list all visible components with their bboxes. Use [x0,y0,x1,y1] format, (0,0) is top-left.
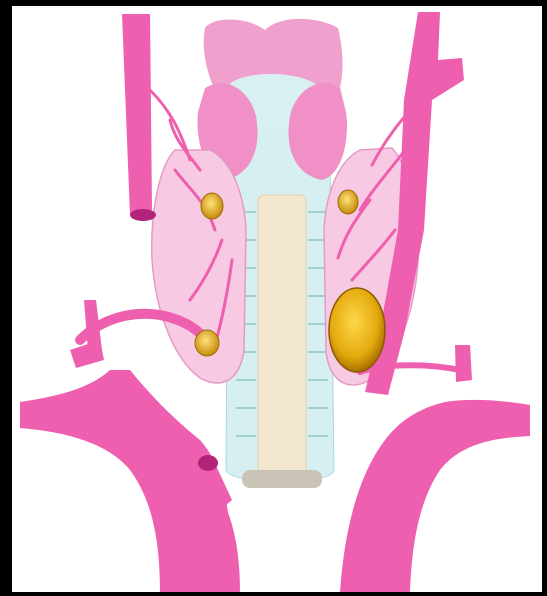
trachea [258,195,306,480]
left-vessel-cut-end [130,209,156,221]
parathyroid-lower-left [195,330,219,356]
vessel-cut-end-lower [198,455,218,471]
parathyroid-upper-right [338,190,358,214]
thyrocervical-trunk-right [455,345,472,382]
tracheal-bifurcation [242,470,322,488]
parathyroid-upper-left [201,193,223,219]
parathyroid-adenoma [329,288,385,372]
